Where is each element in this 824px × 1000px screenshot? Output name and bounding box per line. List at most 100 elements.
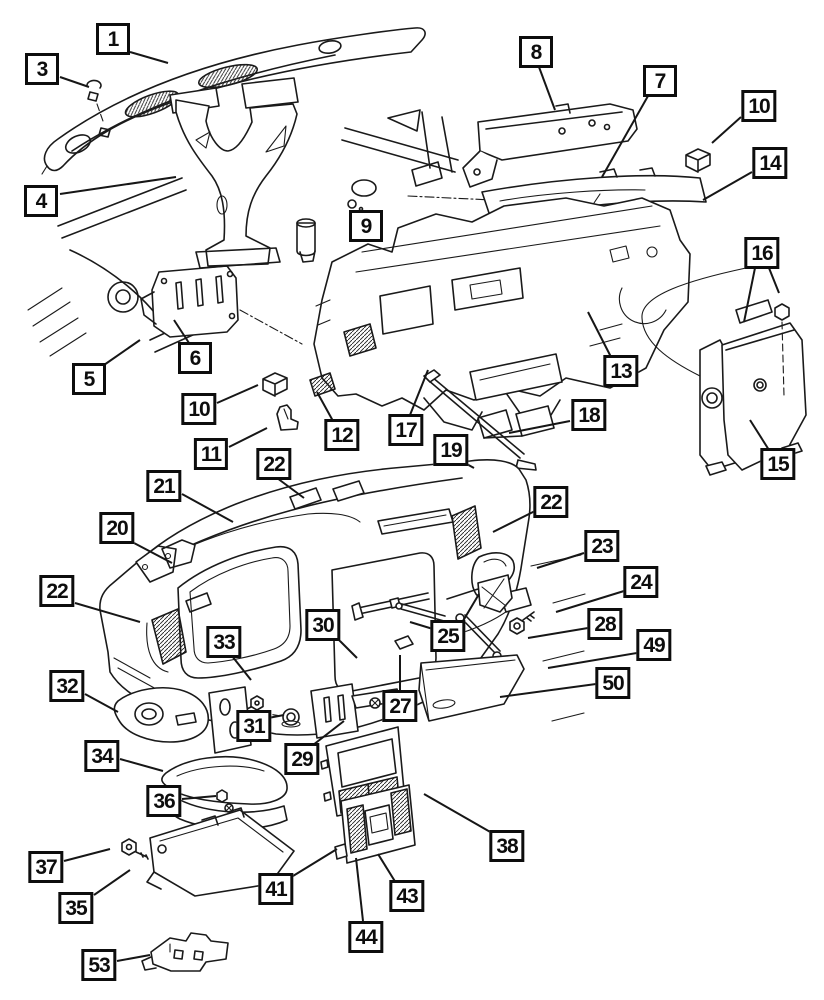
callout-10: 10 — [741, 90, 777, 122]
leader-line-22 — [276, 477, 305, 499]
leader-line-6 — [173, 319, 190, 344]
leader-line-23 — [536, 552, 585, 569]
callout-5: 5 — [72, 363, 106, 395]
callout-9: 9 — [349, 210, 383, 242]
part-bracket-53 — [141, 932, 229, 972]
part-support-brace-19 — [423, 369, 537, 471]
callout-7: 7 — [643, 65, 677, 97]
part-column-cover-32 — [113, 687, 210, 743]
leader-line-37 — [63, 848, 111, 862]
callout-4: 4 — [24, 185, 58, 217]
callout-20: 20 — [99, 512, 135, 544]
leader-line-10 — [216, 384, 259, 404]
leader-line-34 — [119, 758, 164, 772]
callout-30: 30 — [305, 609, 341, 641]
part-glovebox-door — [418, 654, 525, 722]
leader-line-38 — [423, 793, 493, 834]
callout-15: 15 — [760, 448, 796, 480]
part-bracket-18 — [477, 405, 555, 439]
leader-line-44 — [355, 857, 364, 922]
callout-18: 18 — [571, 399, 607, 431]
callout-41: 41 — [258, 873, 294, 905]
leader-line-10 — [711, 116, 742, 144]
leader-line-24 — [555, 590, 625, 613]
leader-line-8 — [538, 66, 556, 111]
leader-line-16 — [768, 267, 780, 294]
leader-line-1 — [129, 51, 169, 64]
part-clip-27 — [394, 635, 414, 650]
part-reinforcement-8 — [462, 103, 638, 188]
leader-line-15 — [749, 419, 770, 451]
part-retainer-clip — [86, 79, 111, 138]
leader-line-11 — [228, 427, 268, 448]
leader-line-36 — [181, 795, 217, 800]
callout-8: 8 — [519, 36, 553, 68]
leader-line-4 — [59, 176, 177, 195]
callout-44: 44 — [348, 921, 384, 953]
callout-37: 37 — [28, 851, 64, 883]
callout-19: 19 — [433, 434, 469, 466]
leader-line-14 — [702, 171, 753, 201]
part-screw-37 — [121, 838, 149, 860]
leader-line-3 — [59, 76, 90, 88]
callout-25: 25 — [430, 620, 466, 652]
part-center-trim-41 — [334, 784, 416, 864]
callout-17: 17 — [388, 414, 424, 446]
part-clip-11 — [276, 404, 299, 431]
leader-line-50 — [499, 683, 597, 698]
leader-line-29 — [312, 720, 345, 746]
callout-6: 6 — [178, 342, 212, 374]
callout-50: 50 — [595, 667, 631, 699]
callout-22: 22 — [39, 575, 75, 607]
callout-3: 3 — [25, 53, 59, 85]
callout-29: 29 — [284, 743, 320, 775]
callout-24: 24 — [623, 566, 659, 598]
callout-12: 12 — [324, 419, 360, 451]
leader-line-18 — [508, 420, 571, 434]
callout-16: 16 — [744, 237, 780, 269]
leader-line-53 — [116, 954, 151, 962]
leader-line-41 — [292, 848, 338, 877]
leader-line-22 — [74, 602, 141, 623]
leader-line-33 — [231, 655, 252, 681]
part-defroster-duct — [169, 77, 299, 269]
leader-line-13 — [587, 311, 612, 358]
leader-line-35 — [93, 869, 131, 896]
leader-lines — [59, 51, 780, 962]
callout-31: 31 — [236, 710, 272, 742]
leader-line-17 — [409, 369, 429, 416]
leader-line-7 — [601, 95, 649, 178]
callout-53: 53 — [81, 949, 117, 981]
callout-49: 49 — [636, 629, 672, 661]
callout-11: 11 — [193, 438, 229, 470]
leader-line-12 — [316, 391, 334, 422]
part-phantom-lines — [530, 554, 586, 722]
callout-35: 35 — [58, 892, 94, 924]
leader-line-5 — [103, 339, 141, 366]
part-top-cover-panel — [41, 27, 426, 175]
part-bracket-6 — [140, 265, 303, 345]
part-glovebox-parts-25 — [351, 574, 513, 661]
leader-line-16 — [743, 267, 756, 323]
callout-14: 14 — [752, 147, 788, 179]
callout-1: 1 — [96, 23, 130, 55]
callout-23: 23 — [584, 530, 620, 562]
part-airbag-module — [641, 267, 807, 476]
leader-line-20 — [133, 542, 173, 564]
leader-line-21 — [181, 493, 234, 523]
leader-line-32 — [84, 693, 119, 713]
leader-line-25 — [462, 593, 480, 622]
leader-line-43 — [377, 853, 397, 884]
callout-36: 36 — [146, 785, 182, 817]
callout-28: 28 — [587, 608, 623, 640]
leader-line-22 — [492, 510, 536, 533]
callout-33: 33 — [206, 626, 242, 658]
callout-13: 13 — [603, 355, 639, 387]
callout-21: 21 — [146, 470, 182, 502]
callout-22: 22 — [533, 486, 569, 518]
callout-34: 34 — [84, 740, 120, 772]
leader-line-49 — [547, 652, 638, 669]
callout-38: 38 — [489, 830, 525, 862]
